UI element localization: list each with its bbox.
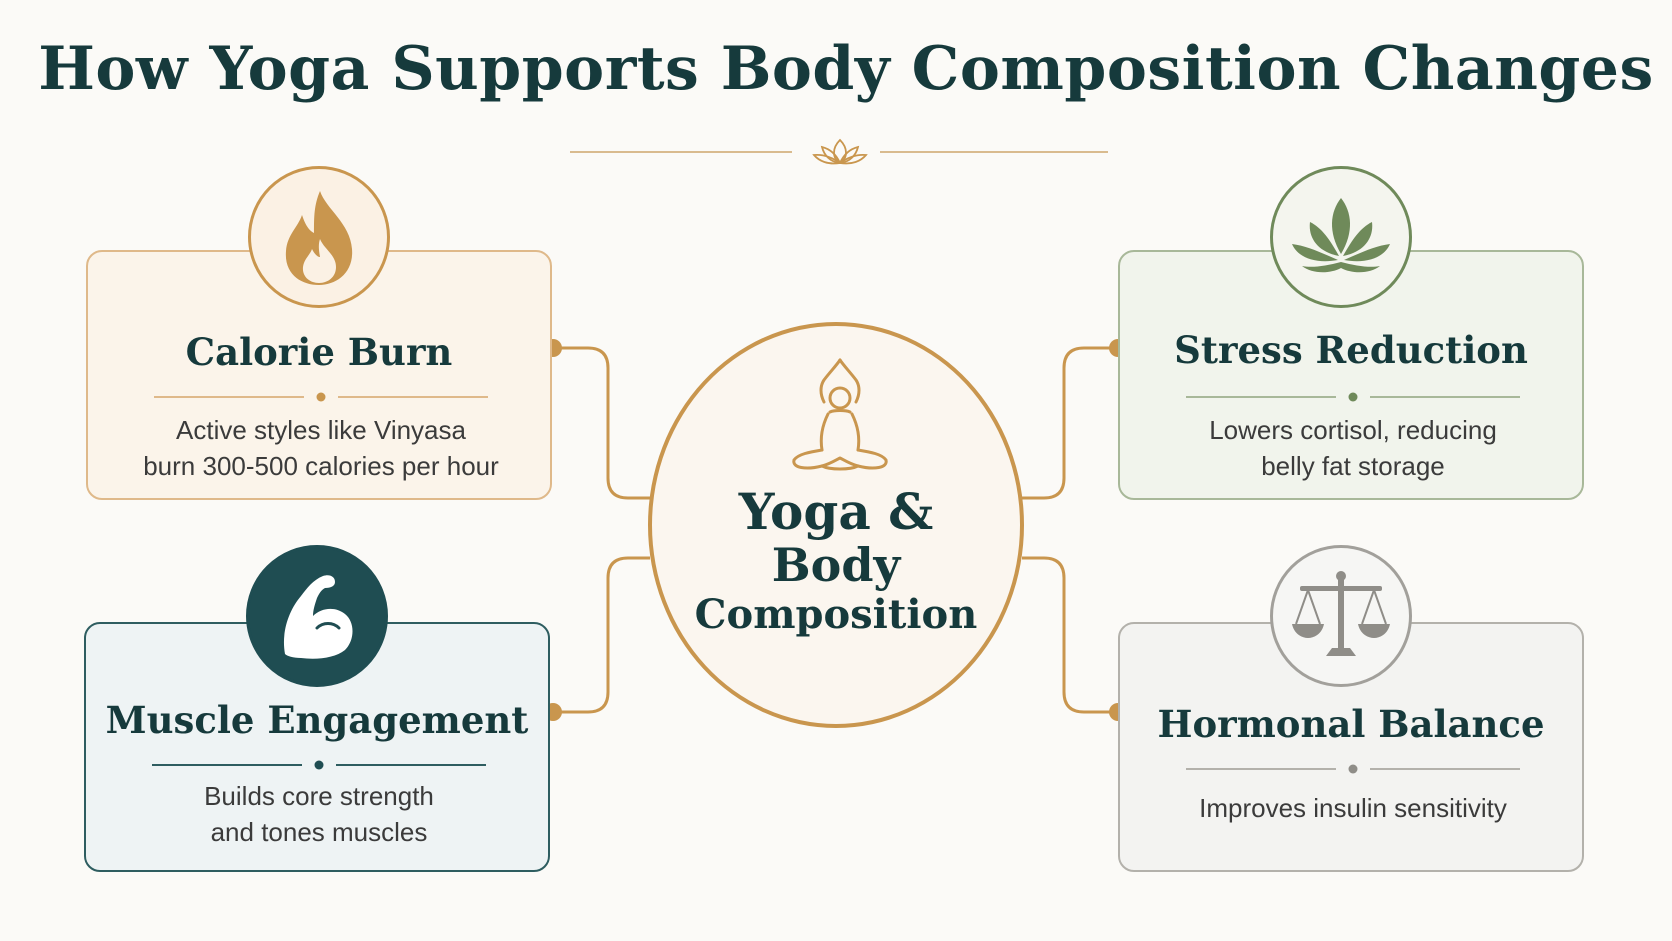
connector-calorie [553,346,650,500]
meditation-figure-icon [792,358,888,471]
card-description: Active styles like Vinyasa burn 300-500 … [143,415,499,481]
card-divider [152,760,486,770]
balance-scale-icon [1292,571,1390,656]
flexed-arm-icon-badge [246,545,388,687]
card-title: Calorie Burn [185,330,453,374]
connector-stress [1022,346,1118,500]
card-title: Muscle Engagement [105,698,529,742]
card-divider [154,392,488,402]
connector-muscle [553,556,650,714]
connector-hormone [1022,556,1118,714]
card-divider [1186,764,1520,774]
small-lotus-icon [812,138,868,165]
card-stress-reduction: Stress Reduction Lowers cortisol, reduci… [1118,250,1584,500]
card-hormonal-balance: Hormonal Balance Improves insulin sensit… [1118,622,1584,872]
lotus-icon-badge [1270,166,1412,308]
card-description: Builds core strength and tones muscles [204,781,434,847]
card-title: Hormonal Balance [1157,702,1545,746]
card-divider [1186,392,1520,402]
card-description: Improves insulin sensitivity [1199,793,1507,823]
page-title: How Yoga Supports Body Composition Chang… [38,34,1654,104]
lotus-icon [1292,198,1390,273]
title-divider [570,138,1108,165]
flame-icon-badge [248,166,390,308]
card-title: Stress Reduction [1174,328,1528,372]
flexed-arm-icon [283,575,353,659]
balance-scale-icon-badge [1270,545,1412,687]
flame-icon [285,191,353,285]
central-hub: Yoga & Body Composition [648,322,1024,728]
central-hub-title: Yoga & Body Composition [694,482,978,639]
card-description: Lowers cortisol, reducing belly fat stor… [1209,415,1497,481]
